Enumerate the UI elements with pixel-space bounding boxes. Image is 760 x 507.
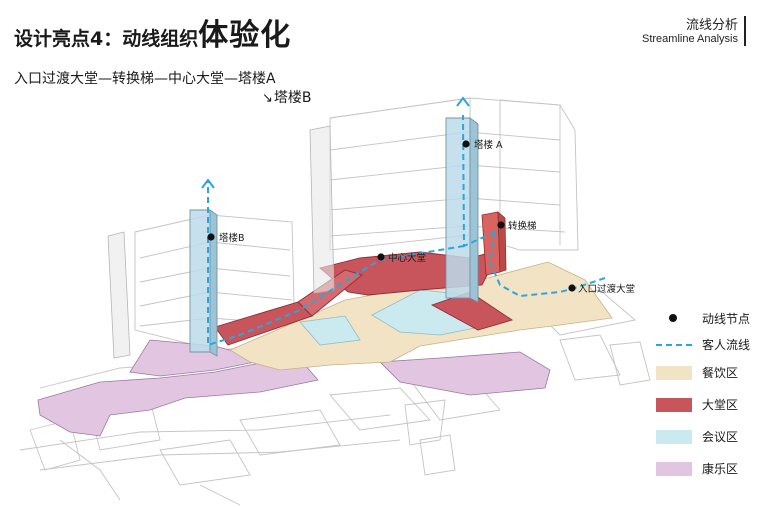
node-transfer-stair: [497, 221, 504, 228]
dining-swatch: [656, 366, 692, 380]
label-tower-b: 塔楼B: [219, 232, 245, 244]
label-entrance-lobby: 入口过渡大堂: [578, 283, 635, 295]
node-tower-b: [207, 233, 214, 240]
lobby-swatch: [656, 398, 692, 412]
flow-arrow-heads: [202, 98, 469, 188]
dashed-line-icon: [656, 344, 692, 346]
node-tower-a: [462, 140, 469, 147]
label-transfer-stair: 转换梯: [508, 220, 537, 232]
label-central-lobby: 中心大堂: [388, 252, 426, 264]
label-tower-a: 塔楼 A: [474, 139, 503, 151]
recreation-swatch: [656, 462, 692, 476]
tower-b: [190, 210, 217, 356]
node-dot-icon: [669, 314, 677, 322]
node-entrance-lobby: [568, 284, 575, 291]
conference-swatch: [656, 430, 692, 444]
tower-b-arrow-icon: [202, 180, 214, 188]
node-central-lobby: [377, 253, 384, 260]
